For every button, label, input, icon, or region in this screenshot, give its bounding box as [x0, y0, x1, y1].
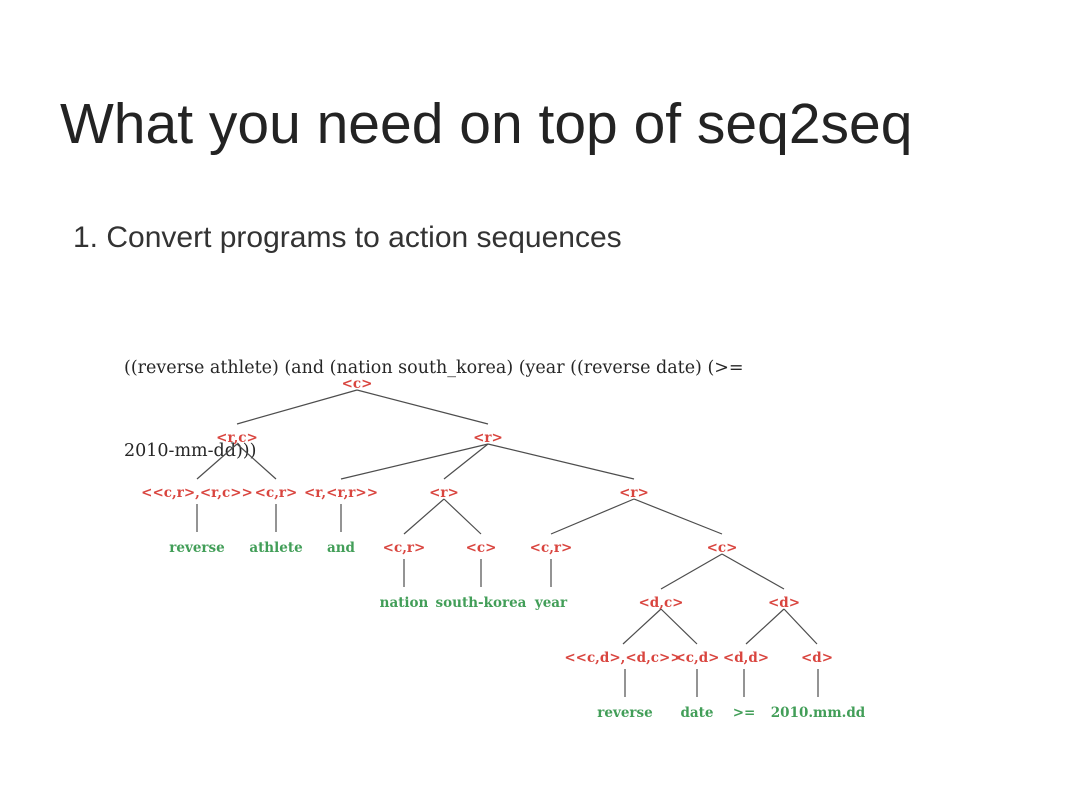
- program-text: ((reverse athlete) (and (nation south_ko…: [124, 300, 744, 520]
- tree-edge: [487, 443, 635, 480]
- tree-type-node-label: <d,c>: [639, 595, 684, 611]
- tree-type-node-label: <r>: [429, 485, 459, 501]
- tree-edge: [550, 498, 635, 535]
- tree-edge: [403, 498, 445, 535]
- tree-edge: [721, 553, 785, 590]
- tree-type-node-label: <c,r>: [530, 540, 573, 556]
- tree-type-node-label: <<c,r>,<r,c>>: [141, 485, 253, 501]
- tree-edge: [236, 389, 358, 425]
- tree-edge: [660, 608, 698, 645]
- tree-type-node-label: <c,r>: [383, 540, 426, 556]
- tree-edge: [622, 608, 662, 645]
- tree-type-node-label: <<c,d>,<d,c>>: [564, 650, 681, 666]
- slide-title: What you need on top of seq2seq: [60, 92, 913, 156]
- tree-type-node-label: <d>: [801, 650, 833, 666]
- program-line-1: ((reverse athlete) (and (nation south_ko…: [124, 358, 744, 378]
- tree-token-label: south-korea: [436, 595, 527, 611]
- tree-type-node-label: <r>: [619, 485, 649, 501]
- tree-edge: [356, 389, 489, 425]
- tree-type-node-label: <d,d>: [723, 650, 769, 666]
- tree-type-node-label: <c,d>: [675, 650, 720, 666]
- tree-token-label: 2010.mm.dd: [771, 705, 866, 721]
- tree-type-node-label: <d>: [768, 595, 800, 611]
- tree-token-label: date: [680, 705, 713, 721]
- tree-edge: [660, 553, 723, 590]
- tree-type-node-label: <r,c>: [216, 430, 258, 446]
- bullet-item-1: 1. Convert programs to action sequences: [73, 221, 622, 254]
- tree-token-label: year: [534, 595, 568, 611]
- tree-token-label: athlete: [249, 540, 302, 556]
- tree-type-node-label: <r>: [473, 430, 503, 446]
- tree-token-label: >=: [733, 705, 756, 721]
- tree-edge: [236, 443, 277, 480]
- tree-token-label: reverse: [597, 705, 652, 721]
- tree-type-node-label: <c>: [466, 540, 497, 556]
- tree-token-label: and: [327, 540, 356, 556]
- tree-edge: [443, 498, 482, 535]
- tree-token-label: reverse: [169, 540, 224, 556]
- tree-edge: [783, 608, 818, 645]
- tree-edge: [196, 443, 238, 480]
- tree-edge: [745, 608, 785, 645]
- tree-type-node-label: <c>: [342, 376, 373, 392]
- tree-edge: [633, 498, 723, 535]
- tree-type-node-label: <r,<r,r>>: [304, 485, 378, 501]
- tree-edge: [443, 443, 489, 480]
- tree-edge: [340, 443, 489, 480]
- tree-type-node-label: <c,r>: [255, 485, 298, 501]
- tree-type-node-label: <c>: [707, 540, 738, 556]
- tree-token-label: nation: [380, 595, 429, 611]
